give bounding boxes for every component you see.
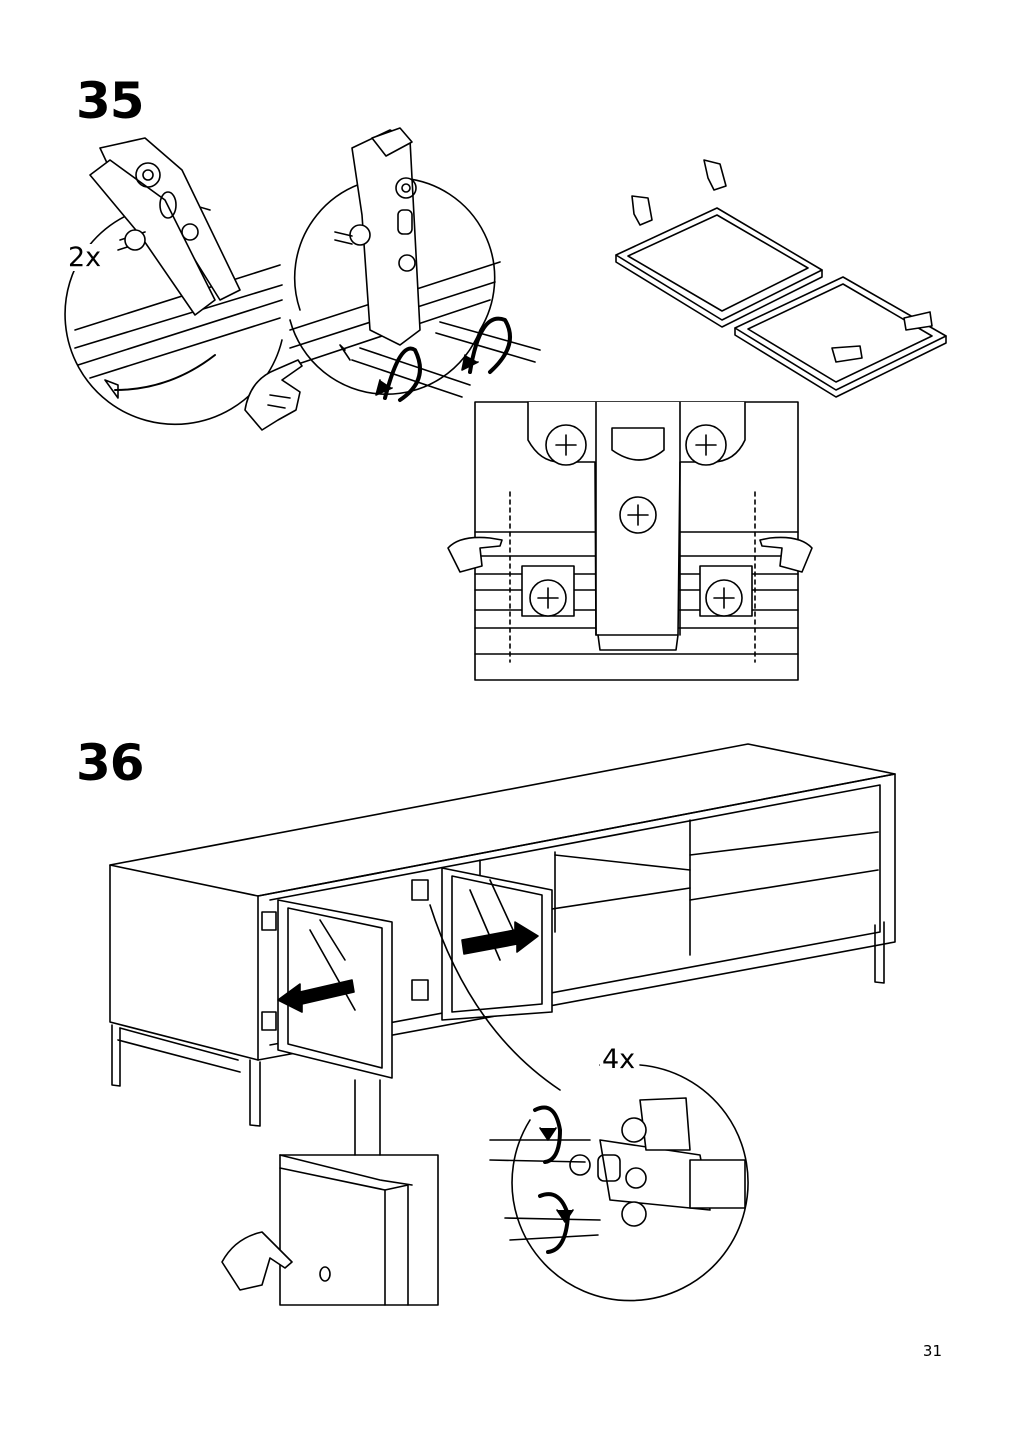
door-panels-with-hinges-icon — [616, 160, 946, 397]
page-number: 31 — [922, 1342, 942, 1360]
hinge-detail-circle-left-icon — [65, 138, 282, 424]
tv-bench-icon — [110, 744, 895, 1155]
step-35-quantity: 2x — [66, 242, 104, 273]
step-36-quantity: 4x — [600, 1044, 638, 1075]
hinge-screw-detail-circle-icon — [490, 1065, 748, 1301]
door-edge-inset-icon — [222, 1155, 438, 1305]
step-35-number: 35 — [76, 72, 145, 130]
pointing-hand-icon — [245, 360, 302, 430]
hinge-detail-circle-middle-icon — [290, 128, 540, 400]
hinge-alignment-inset-icon — [448, 402, 812, 680]
step-36-number: 36 — [76, 734, 145, 792]
